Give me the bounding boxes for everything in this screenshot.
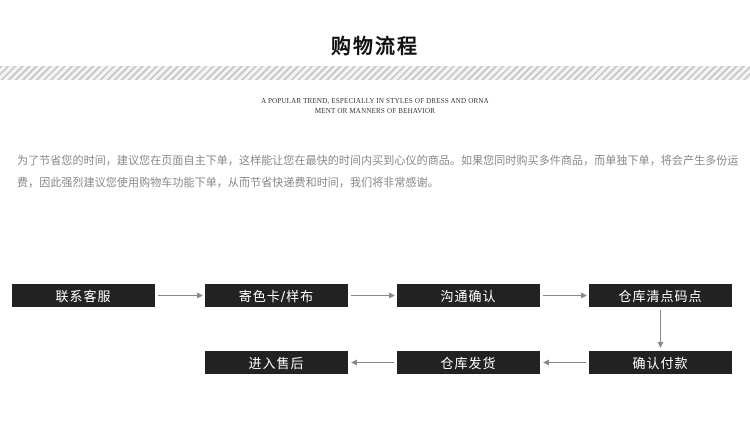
step-warehouse-ship: 仓库发货 (397, 351, 540, 374)
step-confirm: 沟通确认 (397, 284, 540, 307)
arrow-head-right-3 (581, 292, 587, 299)
step-send-color-card: 寄色卡/样布 (205, 284, 348, 307)
striped-divider (0, 66, 750, 80)
arrow-head-down (657, 342, 664, 348)
arrow-head-left-1 (543, 359, 549, 366)
arrow-head-left-2 (351, 359, 357, 366)
step-contact-service: 联系客服 (12, 284, 155, 307)
intro-paragraph: 为了节省您的时间，建议您在页面自主下单，这样能让您在最快的时间内买到心仪的商品。… (17, 154, 739, 189)
page-title: 购物流程 (331, 34, 419, 58)
subtitle: A POPULAR TREND, ESPECIALLY IN STYLES OF… (225, 96, 525, 116)
arrow-head-right-1 (197, 292, 203, 299)
step-warehouse-count: 仓库清点码点 (589, 284, 732, 307)
step-after-sales: 进入售后 (205, 351, 348, 374)
arrow-head-right-2 (389, 292, 395, 299)
step-confirm-payment: 确认付款 (589, 351, 732, 374)
subtitle-line-2: MENT OR MANNERS OF BEHAVIOR (314, 107, 436, 115)
subtitle-line-1: A POPULAR TREND, ESPECIALLY IN STYLES OF… (261, 97, 489, 105)
